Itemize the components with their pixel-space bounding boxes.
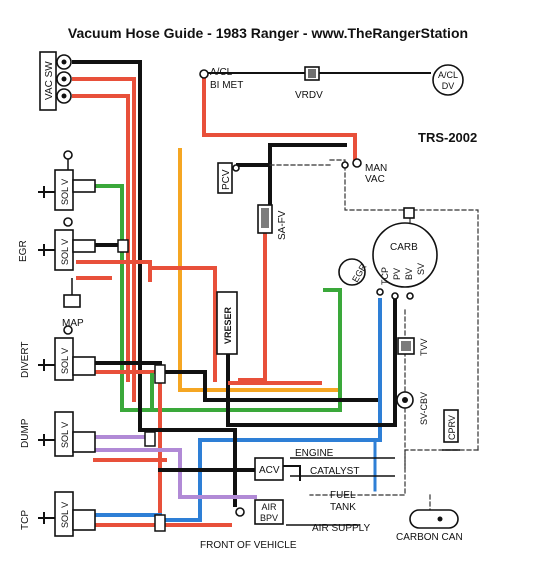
acl-bimet: A/CL BI MET [199,67,243,91]
air-bpv: AIR BPV [235,499,284,525]
acl-bimet-label-2: BI MET [210,80,243,91]
engine-label: ENGINE [295,448,334,459]
carbon-can-label: CARBON CAN [396,532,463,543]
air-supply-label: AIR SUPPLY [312,523,370,534]
hoses [72,60,479,527]
vreser: VRESER [216,291,238,355]
hose-purple-dump-2 [93,448,257,499]
map-sensor: MAP [62,278,84,329]
tvv-label: TVV [419,338,429,356]
sa-fv: SA-FV [257,204,288,240]
acl-dv: A/CL DV [432,64,464,96]
sol-v-tcp-label: SOL V [60,502,70,528]
map-label: MAP [62,318,84,329]
tcp-side-label: TCP [20,510,31,530]
carb-bv-label: BV [404,268,414,280]
acl-dv-label-2: DV [442,81,455,91]
diagram-title: Vacuum Hose Guide - 1983 Ranger - www.Th… [68,25,468,41]
vrdv-label: VRDV [295,90,323,101]
pcv: PCV [217,162,240,194]
sol-v-divert-label: SOL V [60,348,70,374]
hose-blue [158,298,382,522]
egr-side-label: EGR [18,240,29,262]
hose-black-lower [138,378,237,507]
hose-red-safv [238,230,267,382]
sol-v-divert: SOL V [38,325,96,381]
sol-v-tcp: SOL V [38,491,96,537]
cprv: CPRV [442,409,460,451]
diagram-code: TRS-2002 [418,130,477,145]
sv-cbv-label: SV-CBV [419,392,429,425]
carb-pv-label: PV [392,268,402,280]
hose-dashed-1 [329,159,479,451]
sol-v-dump-label: SOL V [60,422,70,448]
cprv-label: CPRV [447,415,457,440]
egr-valve: EGR [338,258,369,286]
front-of-vehicle-label: FRONT OF VEHICLE [200,540,297,551]
sol-v-2: SOL V [38,217,96,271]
hose-acv-engine [282,465,301,481]
tvv: TVV [397,337,429,356]
carb-tcp-label: TCP [380,267,390,285]
acl-bimet-label-1: A/CL [210,67,233,78]
fuel-label: FUEL [330,490,356,501]
divert-label: DIVERT [20,342,31,379]
sol-v-2-label: SOL V [60,239,70,265]
sol-v-1-label: SOL V [60,179,70,205]
hose-black-vreser [226,353,397,427]
air-bpv-label-1: AIR [261,502,277,512]
carbon-can: CARBON CAN [396,509,463,543]
dump-label: DUMP [20,418,31,448]
hose-red-solv2 [76,260,152,282]
hose-red-vacsw [72,77,136,402]
catalyst-label: CATALYST [310,466,359,477]
harness-blocks [117,239,166,532]
carburetor: CARB TCP PV BV SV [372,207,438,300]
vrdv: VRDV [295,66,323,101]
tank-label: TANK [330,502,356,513]
hose-red-vacsw-2 [72,94,130,382]
vac-switch: VAC SW [39,51,72,111]
pcv-label: PCV [221,169,232,190]
man-vac-label-2: VAC [365,174,385,185]
acl-dv-label-1: A/CL [438,70,458,80]
vac-sw-label: VAC SW [44,61,55,100]
sv-cbv: SV-CBV [396,391,429,425]
vreser-label: VRESER [223,306,233,344]
man-vac-label-1: MAN [365,163,387,174]
hose-black-pcv [236,143,347,167]
hose-red-mid [148,266,217,382]
sol-v-1: SOL V [38,150,96,211]
sol-v-dump: SOL V [38,411,96,457]
carb-label: CARB [390,242,418,253]
hose-green-solv1 [93,184,342,412]
acv: ACV [254,457,284,481]
man-vac: MAN VAC [341,158,387,185]
hose-dashed-2 [309,449,479,496]
air-bpv-label-2: BPV [260,513,278,523]
carb-sv-label: SV [416,263,426,275]
hose-black-vacsw [72,60,142,382]
acv-label: ACV [259,465,280,476]
sa-fv-label: SA-FV [277,210,288,240]
hose-red-bimet-manvac [202,78,357,164]
